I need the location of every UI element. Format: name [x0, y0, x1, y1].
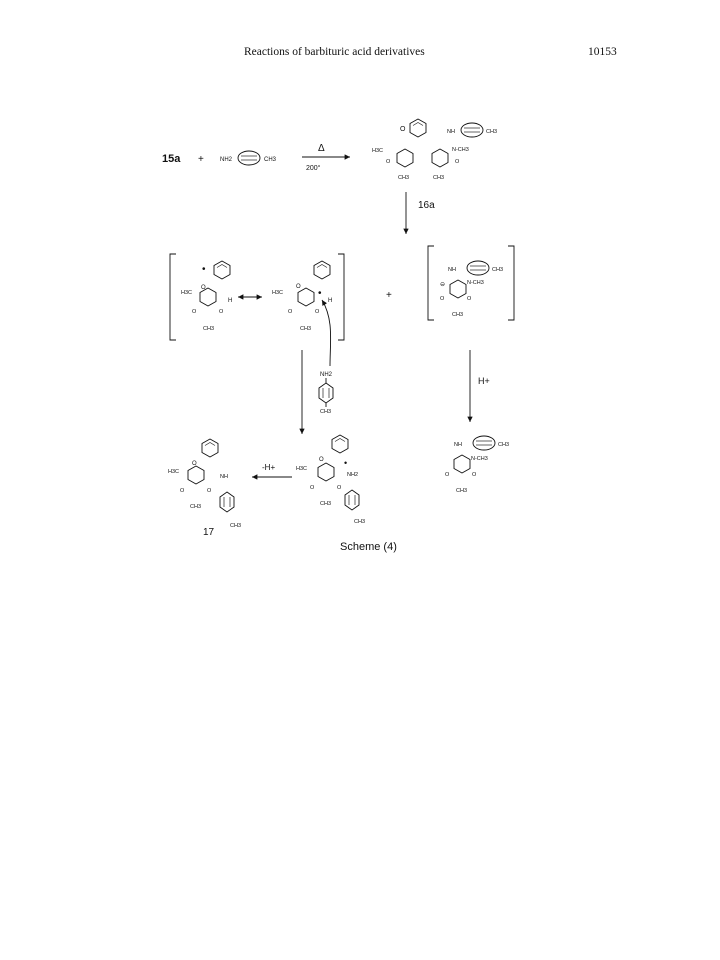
uracil-ch3: CH3	[456, 488, 467, 494]
neutral-uracil: NH CH3 N-CH3 O O CH3	[445, 435, 509, 494]
adduct-charge-dot: •	[344, 458, 347, 468]
anion-ch3-tolyl: CH3	[492, 267, 503, 273]
bracket-left-open	[169, 253, 176, 341]
p17-ch3: CH3	[190, 504, 201, 510]
adduct-nh2: NH2	[347, 472, 358, 478]
plus-sign-top: +	[198, 154, 204, 165]
res-b-radical: •	[318, 288, 322, 299]
proton-loss: -H+	[262, 463, 275, 472]
uracil-nh: NH	[454, 442, 462, 448]
uracil-oxo-2: O	[472, 472, 477, 478]
adduct-oxo-1: O	[310, 485, 315, 491]
adduct-ch3: CH3	[320, 501, 331, 507]
proton-addition: H+	[478, 376, 490, 386]
p17-oxo-1: O	[180, 488, 185, 494]
anion-oxo-1: O	[440, 296, 445, 302]
anion-charge: ⊖	[440, 282, 445, 288]
res-b-oxo-1: O	[288, 309, 293, 315]
anion-ch3: CH3	[452, 312, 463, 318]
scheme-caption: Scheme (4)	[340, 541, 397, 553]
res-b-ch3: CH3	[300, 326, 311, 332]
p17-nh: NH	[220, 474, 228, 480]
res-b-h: H	[328, 298, 332, 304]
bracket-right-open	[427, 245, 434, 321]
16a-ch3-tolyl: CH3	[486, 129, 497, 135]
resonance-structure-a: • O H3C H O O CH3	[181, 260, 232, 332]
res-a-oxygen: O	[201, 285, 206, 291]
toluidine-ch3: CH3	[264, 157, 277, 163]
anion-oxo-2: O	[467, 296, 472, 302]
p17-oxygen: O	[192, 461, 197, 467]
curved-attack-arrow	[321, 299, 332, 367]
16a-n-ch3: N-CH3	[452, 147, 469, 153]
res-b-h3c: H3C	[272, 290, 283, 296]
uracil-oxo-1: O	[445, 472, 450, 478]
condition-temperature: 200°	[306, 164, 321, 172]
page-number: 10153	[588, 46, 617, 58]
uracil-anion: NH CH3 ⊖ N-CH3 O O CH3	[440, 260, 503, 318]
bracket-left-close	[338, 253, 345, 341]
product-17-structure: O H3C NH O O CH3 CH3	[168, 438, 241, 529]
res-b-oxo-2: O	[315, 309, 320, 315]
anion-n-ch3: N-CH3	[467, 280, 484, 286]
ammonium-adduct: O H3C • NH2 O O CH3 CH3	[296, 434, 365, 525]
p17-ch3-tolyl: CH3	[230, 523, 241, 529]
product-17-label: 17	[203, 527, 215, 538]
p17-oxo-2: O	[207, 488, 212, 494]
toluidine-ring	[237, 150, 261, 166]
radical-dot: •	[202, 264, 206, 275]
adduct-ch3-tolyl: CH3	[354, 519, 365, 525]
res-b-oxygen: O	[296, 284, 301, 290]
p17-h3c: H3C	[168, 469, 179, 475]
toluidine-nh2: NH2	[220, 157, 233, 163]
16a-h3c: H3C	[372, 148, 383, 154]
adduct-oxygen: O	[319, 457, 324, 463]
condition-delta: Δ	[318, 143, 325, 154]
16a-oxo-1: O	[386, 159, 391, 165]
16a-oxo-2: O	[455, 159, 460, 165]
res-a-oxo-2: O	[219, 309, 224, 315]
adduct-h3c: H3C	[296, 466, 307, 472]
adduct-oxo-2: O	[337, 485, 342, 491]
res-a-oxo-1: O	[192, 309, 197, 315]
reactant-15a: 15a	[162, 153, 181, 165]
resonance-structure-b: O H3C • H O O CH3	[272, 260, 332, 332]
16a-ch3-2: CH3	[433, 175, 444, 181]
attack-ch3: CH3	[320, 409, 331, 415]
bracket-right-close	[508, 245, 515, 321]
uracil-ch3-tolyl: CH3	[498, 442, 509, 448]
uracil-n-ch3: N-CH3	[471, 456, 488, 462]
running-title: Reactions of barbituric acid derivatives	[244, 46, 425, 58]
16a-ch3-1: CH3	[398, 175, 409, 181]
attack-nh2: NH2	[320, 372, 333, 378]
res-a-ch3: CH3	[203, 326, 214, 332]
attacking-toluidine: NH2 CH3	[318, 372, 334, 415]
anion-nh: NH	[448, 267, 456, 273]
plus-sign-middle: +	[386, 290, 392, 301]
intermediate-16a-label: 16a	[418, 200, 435, 211]
intermediate-16a: O H3C NH CH3 N-CH3 O O CH3 CH3	[372, 118, 497, 181]
res-a-h: H	[228, 298, 232, 304]
res-a-h3c: H3C	[181, 290, 192, 296]
16a-nh: NH	[447, 129, 455, 135]
16a-oxygen: O	[400, 126, 406, 133]
